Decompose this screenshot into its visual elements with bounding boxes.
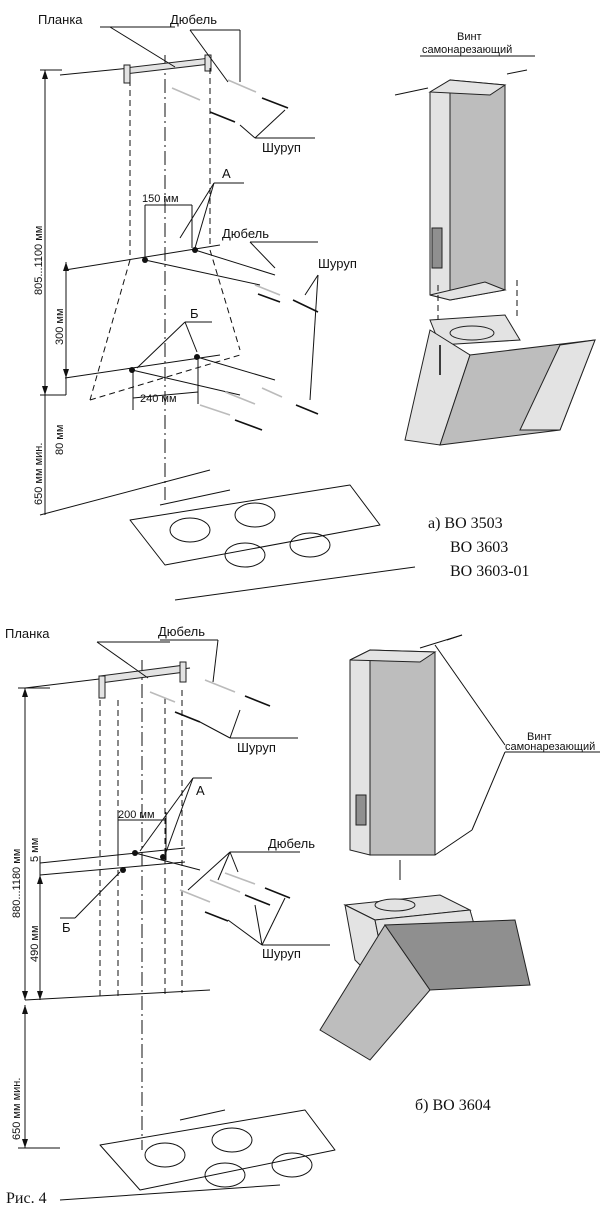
top-dubel2-label: Дюбель xyxy=(222,226,269,241)
hole-a2 xyxy=(192,247,198,253)
top-installation-a xyxy=(39,26,596,568)
hole-b2 xyxy=(194,354,200,360)
bottom-dubel2-label: Дюбель xyxy=(268,836,315,851)
hole-a1 xyxy=(142,257,148,263)
top-dim-240: 240 мм xyxy=(140,393,177,405)
top-b-label: Б xyxy=(190,306,199,321)
bottom-installation-b xyxy=(18,634,600,1201)
top-dim-150: 150 мм xyxy=(142,193,179,205)
model-a-line3: ВО 3603-01 xyxy=(450,563,530,580)
bottom-vint-label: Винт xyxy=(527,731,552,743)
top-vint-label: Винт xyxy=(457,31,482,43)
top-dim-80: 80 мм xyxy=(54,425,66,455)
bottom-shurup2-label: Шуруп xyxy=(262,946,301,961)
model-b-label: б) ВО 3604 xyxy=(415,1097,491,1114)
bottom-dim-650: 650 мм мин. xyxy=(11,1078,23,1140)
bottom-dim-200: 200 мм xyxy=(118,809,155,821)
hole-a-bottom1 xyxy=(132,850,138,856)
top-dim-805: 805...1100 мм xyxy=(33,226,45,295)
top-dim-300: 300 мм xyxy=(54,308,66,345)
dowels-top xyxy=(171,79,319,431)
bottom-dim-490: 490 мм xyxy=(29,925,41,962)
bottom-dim-880: 880...1180 мм xyxy=(11,849,23,918)
bottom-a-label: А xyxy=(196,783,205,798)
top-dubel-label: Дюбель xyxy=(170,12,217,27)
planka-bracket xyxy=(123,54,212,84)
hood-b xyxy=(319,649,531,1061)
top-shurup-label: Шуруп xyxy=(262,140,301,155)
dowels-bottom xyxy=(149,679,291,922)
top-a-label: А xyxy=(222,166,231,181)
bottom-planka-label: Планка xyxy=(5,626,50,641)
model-a-line2: ВО 3603 xyxy=(450,539,508,556)
bottom-b-label: Б xyxy=(62,920,71,935)
top-shurup2-label: Шуруп xyxy=(318,256,357,271)
bottom-shurup-label: Шуруп xyxy=(237,740,276,755)
bottom-dim-5: 5 мм xyxy=(29,838,41,862)
cooktop-top xyxy=(129,484,381,568)
cooktop-bottom xyxy=(59,1109,336,1201)
top-dim-650: 650 мм мин. xyxy=(33,443,45,505)
bottom-dubel-label: Дюбель xyxy=(158,624,205,639)
hole-b1 xyxy=(129,367,135,373)
separator xyxy=(174,566,416,601)
top-vint-sub-label: самонарезающий xyxy=(422,44,512,56)
top-planka-label: Планка xyxy=(38,12,83,27)
hole-b-bottom xyxy=(120,867,126,873)
figure-caption: Рис. 4 xyxy=(6,1190,47,1207)
model-a-line1: а) ВО 3503 xyxy=(428,515,503,532)
hole-a-bottom2 xyxy=(160,854,166,860)
hood-a xyxy=(404,79,596,446)
bottom-vint-sub-label: самонарезающий xyxy=(505,741,595,753)
